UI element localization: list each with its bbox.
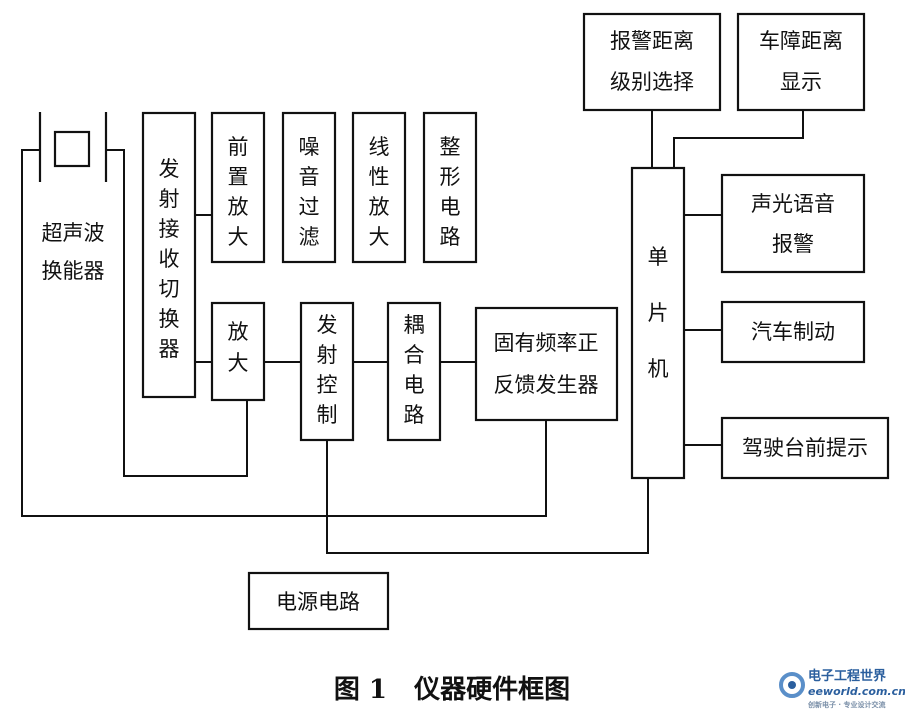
label-char: 器 xyxy=(159,337,180,361)
label-char: 噪 xyxy=(299,135,320,159)
mcu-label: 单片机 xyxy=(648,245,669,381)
label-char: 切 xyxy=(159,277,180,301)
label-char: 线 xyxy=(369,135,390,159)
label-char: 前 xyxy=(228,135,249,159)
label-char: 电 xyxy=(440,195,461,219)
dashboard-block: 驾驶台前提示 xyxy=(720,416,890,480)
label-char: 接 xyxy=(159,217,180,241)
watermark-url: eeworld.com.cn xyxy=(808,685,905,698)
label-char: 整 xyxy=(440,135,461,159)
figure-caption: 图 1 仪器硬件框图 xyxy=(334,675,570,705)
label-char: 大 xyxy=(369,225,390,249)
power-block: 电源电路 xyxy=(247,571,390,631)
transducer: 超声波 换能器 xyxy=(38,112,108,283)
label-char: 发 xyxy=(317,313,338,337)
label-char: 置 xyxy=(228,165,249,189)
label-char: 换 xyxy=(159,307,180,331)
amp-label: 放大 xyxy=(228,320,249,375)
power-label: 电源电路 xyxy=(276,590,360,614)
label-char: 性 xyxy=(369,165,390,189)
label-char: 制 xyxy=(317,403,338,427)
oscillator-label-2: 反馈发生器 xyxy=(494,373,599,397)
label-char: 控 xyxy=(317,373,338,397)
oscillator-label-1: 固有频率正 xyxy=(494,331,599,355)
alarm-select-block: 报警距离 级别选择 xyxy=(582,12,722,112)
fault-display-block: 车障距离 显示 xyxy=(736,12,866,112)
label-char: 放 xyxy=(369,195,390,219)
oscillator-block: 固有频率正 反馈发生器 xyxy=(474,306,619,422)
braking-label: 汽车制动 xyxy=(751,320,835,344)
watermark-subtitle: 创新电子 · 专业设计交流 xyxy=(807,700,886,709)
label-char: 形 xyxy=(440,165,461,189)
transducer-label-2: 换能器 xyxy=(42,259,105,283)
label-char: 放 xyxy=(228,195,249,219)
audio-alarm-label-1: 声光语音 xyxy=(751,192,835,216)
label-char: 滤 xyxy=(299,225,320,249)
label-char: 单 xyxy=(648,245,669,269)
watermark-brand: 电子工程世界 xyxy=(808,668,886,684)
eeworld-logo-icon xyxy=(779,672,805,698)
label-char: 射 xyxy=(159,187,180,211)
dashboard-label: 驾驶台前提示 xyxy=(742,436,868,460)
audio-alarm-block: 声光语音 报警 xyxy=(720,173,866,274)
label-char: 收 xyxy=(159,247,180,271)
label-char: 音 xyxy=(299,165,320,189)
label-char: 过 xyxy=(299,195,320,219)
label-char: 机 xyxy=(648,357,669,381)
braking-block: 汽车制动 xyxy=(720,300,866,364)
label-char: 电 xyxy=(404,373,425,397)
mcu-block: 单片机 xyxy=(630,166,686,480)
label-char: 射 xyxy=(317,343,338,367)
transducer-label-1: 超声波 xyxy=(42,221,105,245)
alarm-select-label-1: 报警距离 xyxy=(610,29,694,53)
label-char: 耦 xyxy=(404,313,425,337)
watermark: 电子工程世界 eeworld.com.cn 创新电子 · 专业设计交流 xyxy=(779,668,905,709)
label-char: 大 xyxy=(228,351,249,375)
connection-wires xyxy=(21,110,804,554)
fault-display-label-1: 车障距离 xyxy=(759,29,843,53)
label-char: 大 xyxy=(228,225,249,249)
alarm-select-label-2: 级别选择 xyxy=(610,70,694,94)
label-char: 合 xyxy=(404,343,425,367)
label-char: 放 xyxy=(228,320,249,344)
label-char: 发 xyxy=(159,157,180,181)
fault-display-label-2: 显示 xyxy=(780,70,822,94)
label-char: 路 xyxy=(404,403,425,427)
label-char: 路 xyxy=(440,225,461,249)
audio-alarm-label-2: 报警 xyxy=(772,232,814,256)
label-char: 片 xyxy=(648,301,669,325)
amp-block: 放大 xyxy=(210,301,266,402)
